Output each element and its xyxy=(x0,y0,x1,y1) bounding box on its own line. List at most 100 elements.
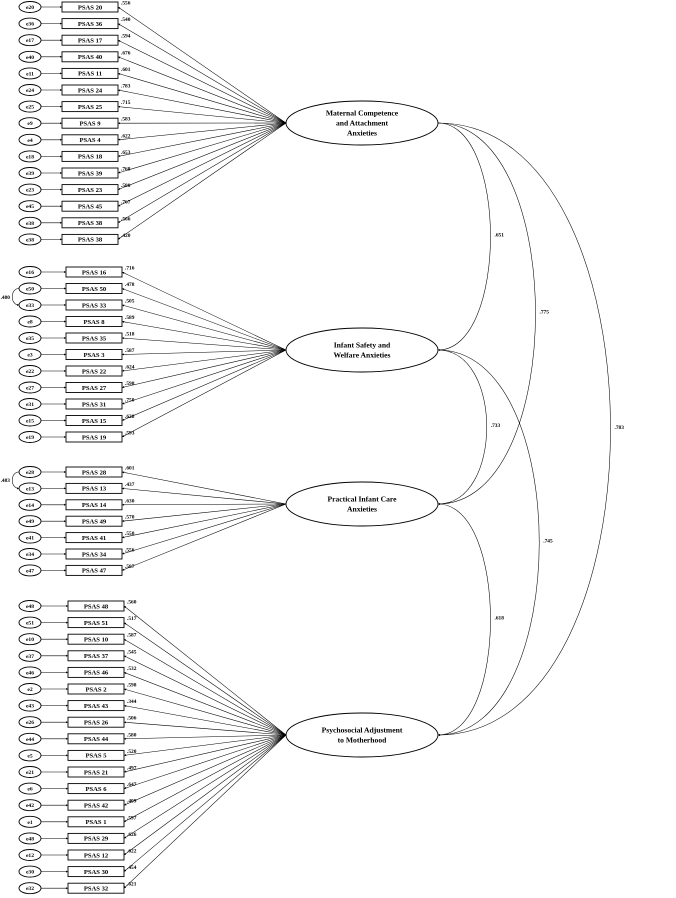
observed-item-label: PSAS 27 xyxy=(82,385,107,392)
factor-correlation-arc xyxy=(435,121,536,506)
observed-item-label: PSAS 37 xyxy=(84,653,109,660)
observed-item-box xyxy=(67,683,125,695)
error-term-ellipse xyxy=(18,865,42,878)
observed-item-box xyxy=(67,700,125,712)
loading-path xyxy=(123,638,287,736)
observed-item-label: PSAS 2 xyxy=(85,686,107,693)
error-term-label: e49 xyxy=(26,519,34,525)
loading-path xyxy=(117,105,287,124)
factor-correlation-arc xyxy=(435,121,491,352)
error-term-label: e33 xyxy=(26,303,34,309)
loading-label: .520 xyxy=(127,749,137,755)
error-term-ellipse xyxy=(18,348,42,361)
error-term-ellipse xyxy=(18,849,42,861)
observed-item-label: PSAS 17 xyxy=(78,38,103,45)
observed-item-label: PSAS 18 xyxy=(78,154,103,161)
latent-factor-label: Maternal Competence xyxy=(326,109,399,118)
observed-item-box xyxy=(67,832,125,844)
error-term-label: e23 xyxy=(26,188,34,194)
error-term-label: e26 xyxy=(26,720,34,726)
observed-item-label: PSAS 38 xyxy=(78,237,103,244)
error-term-label: e41 xyxy=(26,536,34,542)
error-term-ellipse xyxy=(18,466,42,478)
error-term-label: e31 xyxy=(26,402,34,408)
error-term-label: e51 xyxy=(26,621,34,627)
loading-path xyxy=(121,320,287,351)
error-term-ellipse xyxy=(18,882,42,895)
observed-item-box xyxy=(67,749,125,761)
observed-item-label: PSAS 4 xyxy=(79,137,101,144)
error-term-label: e15 xyxy=(26,419,34,425)
observed-item-box xyxy=(61,200,119,212)
observed-item-label: PSAS 49 xyxy=(82,519,107,526)
observed-item-box xyxy=(67,733,125,745)
observed-item-box xyxy=(65,499,123,511)
loading-label: .768 xyxy=(121,167,131,173)
observed-item-box xyxy=(61,84,119,96)
error-term-ellipse xyxy=(18,299,42,311)
observed-item-label: PSAS 31 xyxy=(82,401,106,408)
error-term-ellipse xyxy=(18,716,42,729)
error-term-label: e43 xyxy=(26,704,34,710)
loading-path xyxy=(117,6,287,124)
error-term-label: e25 xyxy=(26,105,34,111)
error-term-label: e50 xyxy=(26,287,34,293)
loading-label: .593 xyxy=(125,431,135,437)
error-term-ellipse xyxy=(18,699,42,712)
observed-item-label: PSAS 23 xyxy=(78,187,103,194)
loading-label: .437 xyxy=(125,482,135,488)
loading-path xyxy=(121,349,287,421)
error-term-label: e19 xyxy=(26,435,34,441)
loading-label: .589 xyxy=(125,315,135,321)
observed-item-box xyxy=(67,600,125,612)
error-term-ellipse xyxy=(18,683,42,695)
error-term-ellipse xyxy=(18,766,42,778)
loading-path xyxy=(123,734,287,740)
observed-item-box xyxy=(61,51,119,63)
factor-correlation-arc xyxy=(435,502,491,737)
error-term-label: e27 xyxy=(26,386,34,392)
error-term-ellipse xyxy=(18,84,42,96)
observed-item-box xyxy=(65,316,123,327)
loading-path xyxy=(117,122,287,141)
error-term-ellipse xyxy=(18,482,42,495)
loading-path xyxy=(121,503,287,523)
observed-item-label: PSAS 47 xyxy=(82,568,107,575)
latent-factor-label: Infant Safety and xyxy=(334,341,391,350)
factor-correlation-label: .733 xyxy=(491,423,501,429)
factor-correlation-label: .783 xyxy=(615,425,625,431)
observed-item-label: PSAS 43 xyxy=(84,703,109,710)
loading-label: .556 xyxy=(121,1,131,7)
loading-label: .587 xyxy=(125,348,135,354)
loading-path xyxy=(123,672,287,736)
observed-item-box xyxy=(61,1,119,13)
loading-label: .597 xyxy=(127,815,137,821)
loading-path xyxy=(121,337,287,351)
loading-path xyxy=(117,122,287,190)
observed-item-box xyxy=(67,617,125,629)
error-covariance-arc xyxy=(11,287,22,307)
loading-label: .550 xyxy=(125,531,135,537)
loading-path xyxy=(123,721,287,736)
error-term-ellipse xyxy=(18,133,42,146)
observed-item-label: PSAS 10 xyxy=(84,637,109,644)
loading-path xyxy=(117,122,287,174)
observed-item-label: PSAS 26 xyxy=(84,720,109,727)
error-term-label: e17 xyxy=(26,38,34,44)
observed-item-label: PSAS 6 xyxy=(85,786,107,793)
observed-item-label: PSAS 35 xyxy=(82,335,107,342)
loading-path xyxy=(121,503,287,539)
observed-item-box xyxy=(65,548,123,560)
error-term-ellipse xyxy=(18,1,42,13)
error-term-label: e12 xyxy=(26,853,34,859)
error-term-ellipse xyxy=(18,531,42,544)
loading-label: .583 xyxy=(121,117,131,123)
error-term-label: e16 xyxy=(26,270,34,276)
error-term-label: e45 xyxy=(26,204,34,210)
loading-path xyxy=(121,503,287,555)
loading-path xyxy=(117,72,287,124)
latent-factor-label: to Motherhood xyxy=(338,736,387,745)
loading-label: .506 xyxy=(127,716,137,722)
observed-item-box xyxy=(65,266,123,278)
loading-label: .750 xyxy=(125,398,135,404)
